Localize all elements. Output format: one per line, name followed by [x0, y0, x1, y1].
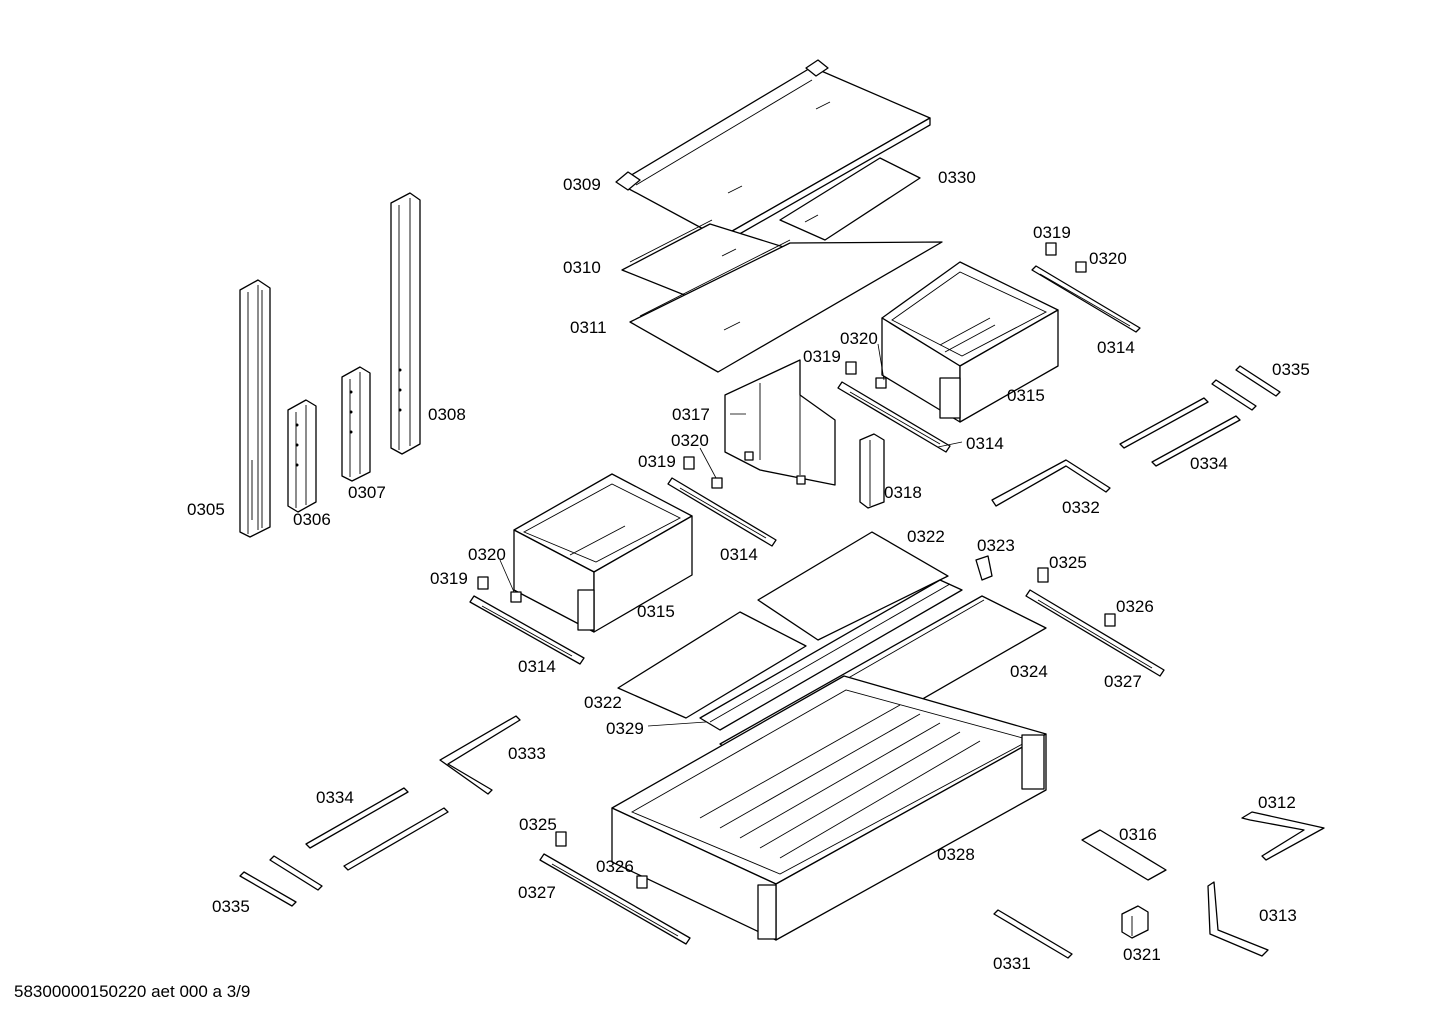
part-0331-strip [993, 909, 1073, 959]
part-0309-shelf [615, 59, 931, 245]
part-0307-profile [341, 366, 371, 482]
label-0328: 0328 [937, 845, 975, 864]
part-0320-clip-d [510, 591, 522, 603]
label-0319-d: 0319 [430, 569, 468, 588]
label-0326-b: 0326 [596, 857, 634, 876]
part-0319-clip-d [477, 576, 489, 590]
label-0325-a: 0325 [1049, 553, 1087, 572]
part-0312-bracket [1241, 811, 1325, 861]
part-0308-profile [390, 192, 421, 455]
part-0320-clip-b [875, 377, 887, 389]
label-0329: 0329 [606, 719, 644, 738]
leader-lines [499, 343, 963, 727]
part-0334-strips-left [305, 787, 449, 871]
label-0319-b: 0319 [803, 347, 841, 366]
part-0319-clip-a [1045, 242, 1057, 256]
label-0332: 0332 [1062, 498, 1100, 517]
document-reference: 58300000150220 aet 000 a 3/9 [14, 982, 251, 1001]
part-0325-clip-b [555, 831, 567, 847]
label-0320-c: 0320 [671, 431, 709, 450]
part-0330-shelf [779, 157, 921, 241]
label-0324: 0324 [1010, 662, 1048, 681]
part-0327-rail-a [1025, 589, 1165, 677]
part-0326-clip-a [1104, 613, 1116, 627]
part-0322-cover-lower [617, 611, 807, 719]
part-0332-bracket [991, 459, 1111, 507]
label-0334-b: 0334 [316, 788, 354, 807]
part-0314-rail-d [469, 595, 585, 665]
part-0317-divider [724, 359, 836, 486]
part-0320-clip-a [1075, 261, 1087, 273]
part-0315-drawer-left [513, 473, 693, 633]
label-0321: 0321 [1123, 945, 1161, 964]
label-0315-b: 0315 [637, 602, 675, 621]
part-0314-rail-b [837, 381, 951, 453]
label-0335-b: 0335 [212, 897, 250, 916]
part-0320-clip-c [711, 477, 723, 489]
part-0314-rail-a [1031, 265, 1141, 333]
label-0320-a: 0320 [1089, 249, 1127, 268]
part-0329-rail [699, 579, 963, 731]
label-0311: 0311 [570, 318, 607, 337]
label-0306: 0306 [293, 510, 331, 529]
label-0315-a: 0315 [1007, 386, 1045, 405]
part-0315-drawer-right [881, 261, 1059, 423]
label-0323: 0323 [977, 536, 1015, 555]
label-0325-b: 0325 [519, 815, 557, 834]
label-0316: 0316 [1119, 825, 1157, 844]
label-0320-d: 0320 [468, 545, 506, 564]
label-0327-a: 0327 [1104, 672, 1142, 691]
part-0316-plate [1081, 829, 1167, 881]
part-0313-bracket [1207, 881, 1269, 957]
part-0327-rail-b [539, 853, 691, 945]
part-0335-strips-right [1211, 365, 1281, 411]
part-0321-clip [1121, 905, 1149, 939]
part-0328-drawer [611, 675, 1047, 941]
part-0311-shelf [629, 239, 943, 373]
part-0326-clip-b [636, 875, 648, 889]
label-0318: 0318 [884, 483, 922, 502]
label-0305: 0305 [187, 500, 225, 519]
label-0331: 0331 [993, 954, 1031, 973]
part-0325-clip-a [1037, 567, 1049, 583]
label-0327-b: 0327 [518, 883, 556, 902]
label-0314-c: 0314 [720, 545, 758, 564]
part-0306-profile [287, 399, 317, 513]
part-0334-strips-right [1119, 397, 1241, 467]
part-0319-clip-b [845, 361, 857, 375]
label-0307: 0307 [348, 483, 386, 502]
part-0335-strips-left [239, 855, 323, 907]
label-0335-a: 0335 [1272, 360, 1310, 379]
label-0320-b: 0320 [840, 329, 878, 348]
part-0323-bracket [975, 555, 993, 581]
label-0309: 0309 [563, 175, 601, 194]
part-labels: 0305 0306 0307 0308 0309 0310 0311 0330 … [187, 168, 1310, 973]
label-0333: 0333 [508, 744, 546, 763]
label-0314-a: 0314 [1097, 338, 1135, 357]
label-0330: 0330 [938, 168, 976, 187]
part-0305-profile [239, 279, 271, 538]
label-0322-b: 0322 [584, 693, 622, 712]
part-0319-clip-c [683, 456, 695, 470]
label-0319-a: 0319 [1033, 223, 1071, 242]
label-0317: 0317 [672, 405, 710, 424]
label-0326-a: 0326 [1116, 597, 1154, 616]
label-0314-d: 0314 [518, 657, 556, 676]
label-0319-c: 0319 [638, 452, 676, 471]
label-0314-b: 0314 [966, 434, 1004, 453]
label-0334-a: 0334 [1190, 454, 1228, 473]
part-0333-bracket [439, 715, 521, 795]
label-0308: 0308 [428, 405, 466, 424]
label-0313: 0313 [1259, 906, 1297, 925]
label-0312: 0312 [1258, 793, 1296, 812]
part-0318-cover [859, 433, 885, 509]
part-0314-rail-c [667, 477, 777, 547]
part-0322-cover-upper [757, 531, 949, 641]
label-0322-a: 0322 [907, 527, 945, 546]
label-0310: 0310 [563, 258, 601, 277]
